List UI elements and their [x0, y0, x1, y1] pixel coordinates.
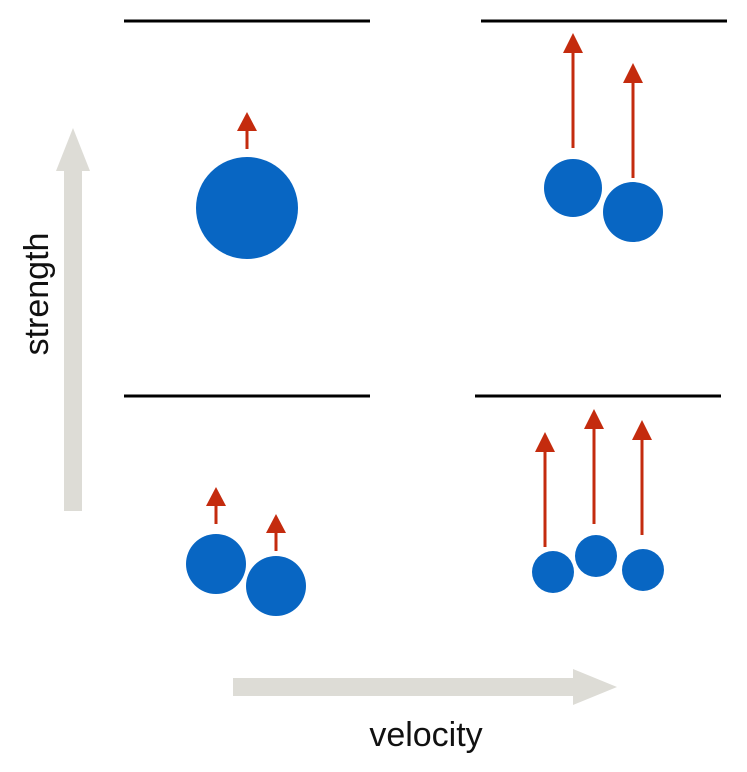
particle	[246, 556, 306, 616]
panel-top-right	[481, 19, 727, 242]
force-arrow	[535, 432, 555, 547]
panel-bottom-left	[124, 394, 370, 616]
particle	[196, 157, 298, 259]
force-arrow	[563, 33, 583, 148]
particle	[622, 549, 664, 591]
force-arrow	[206, 487, 226, 524]
strength-axis-arrow	[56, 128, 90, 511]
panel-bottom-right	[475, 394, 721, 593]
particle	[544, 159, 602, 217]
force-arrow	[266, 514, 286, 551]
velocity-axis-arrow	[233, 669, 617, 705]
particle	[532, 551, 574, 593]
particle	[186, 534, 246, 594]
velocity-axis-label: velocity	[369, 716, 482, 754]
force-arrow	[237, 112, 257, 149]
panel-top-left	[124, 19, 370, 259]
strength-axis-label: strength	[18, 233, 56, 356]
force-arrow	[632, 420, 652, 535]
particle	[575, 535, 617, 577]
force-arrow	[584, 409, 604, 524]
force-arrow	[623, 63, 643, 178]
particle	[603, 182, 663, 242]
